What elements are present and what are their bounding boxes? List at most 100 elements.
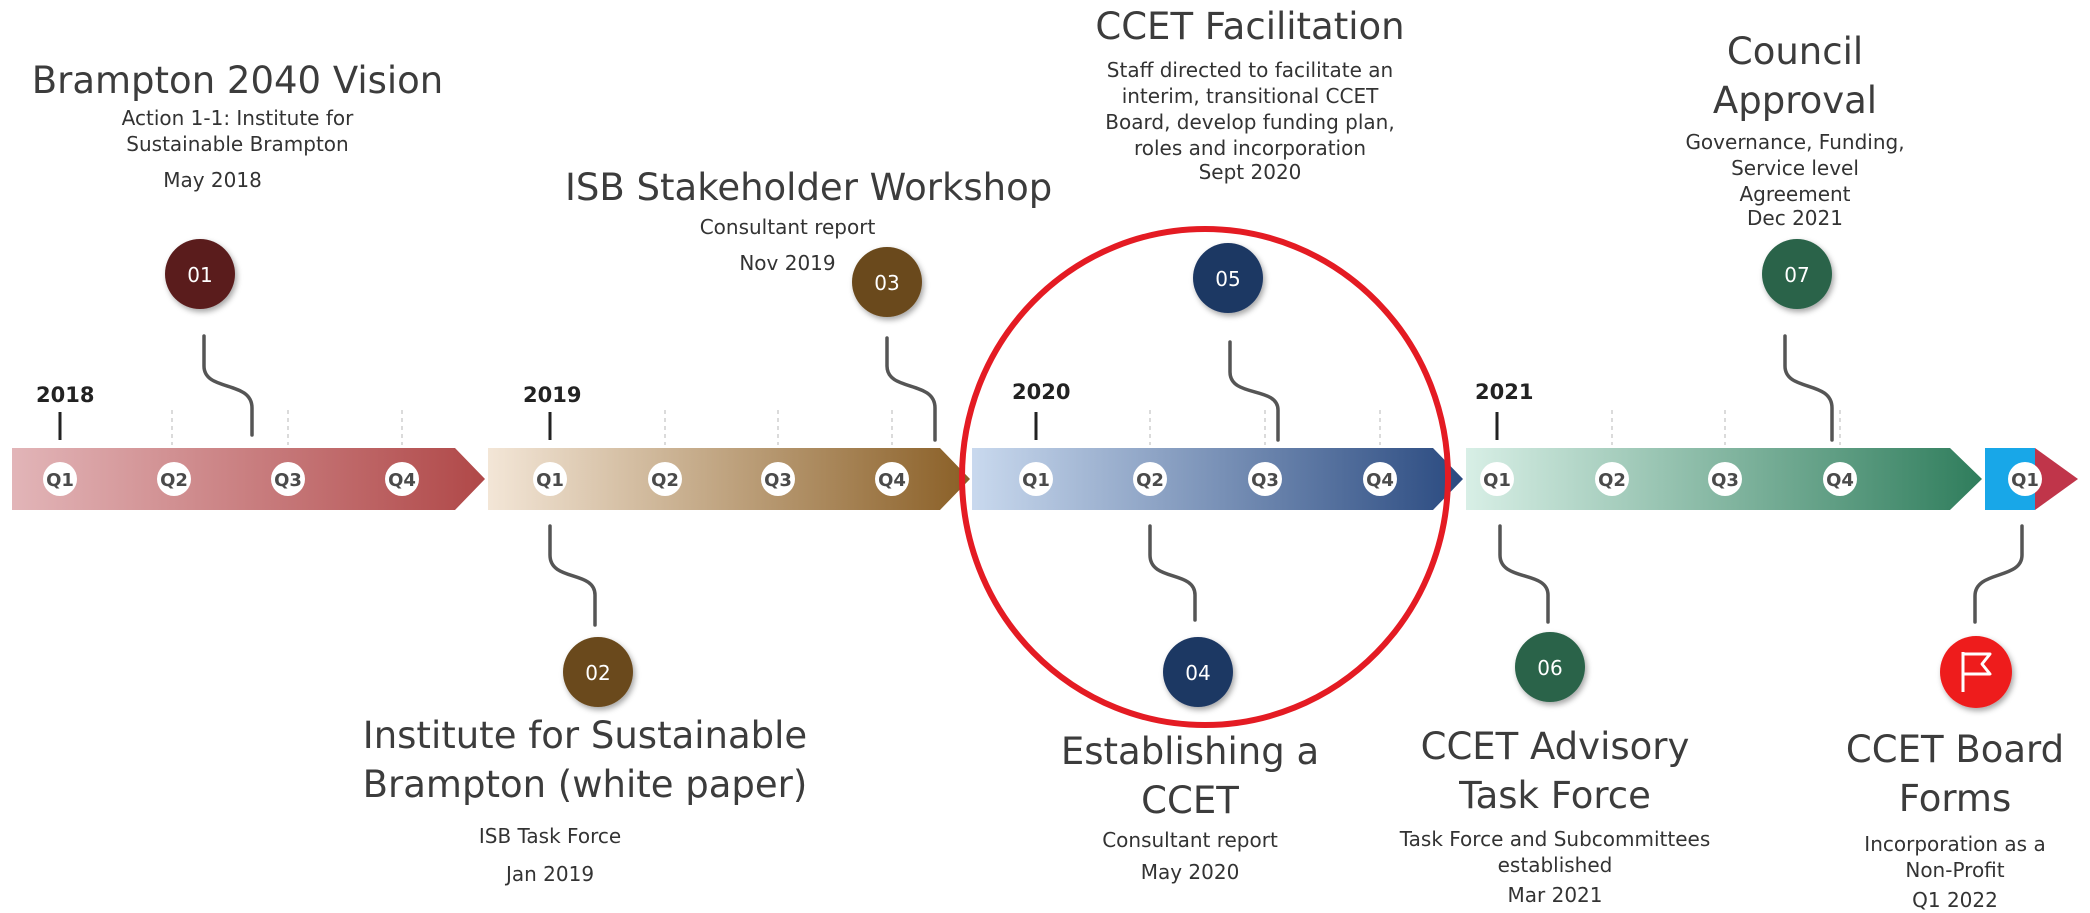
quarter-label: Q1: [2011, 470, 2039, 491]
year-label-2019: 2019: [523, 383, 582, 407]
milestone-07-desc: Governance, Funding, Service level Agree…: [1685, 130, 1905, 206]
milestone-08-date: Q1 2022: [1912, 888, 1998, 912]
milestone-01-date: May 2018: [163, 168, 262, 192]
quarter-marker: [385, 462, 419, 496]
year-arrow-2018: [12, 448, 485, 510]
quarter-label: Q2: [651, 470, 679, 491]
quarter-label: Q2: [1136, 470, 1164, 491]
milestone-04-desc: Consultant report: [1102, 828, 1278, 852]
milestone-04-date: May 2020: [1140, 860, 1240, 884]
milestone-01-title: Brampton 2040 Vision: [31, 59, 444, 102]
milestone-03-marker: [852, 247, 922, 317]
milestone-03-date: Nov 2019: [739, 251, 836, 275]
milestone-01-marker: [165, 239, 235, 309]
milestone-03-title: ISB Stakeholder Workshop: [565, 166, 1053, 209]
milestone-07-marker: [1762, 239, 1832, 309]
year-arrow-2019: [488, 448, 970, 510]
quarter-label: Q3: [1251, 470, 1279, 491]
connector-01: [202, 334, 254, 437]
milestone-07-text: Council Approval Governance, Funding, Se…: [1665, 27, 1925, 231]
milestone-05-title: CCET Facilitation: [1095, 5, 1405, 48]
milestone-flag-marker: [1940, 636, 2012, 708]
quarter-marker: [1248, 462, 1282, 496]
quarter-label: Q1: [536, 470, 564, 491]
milestone-06-marker: [1515, 632, 1585, 702]
milestone-07-number: 07: [1784, 263, 1809, 287]
milestone-03-desc: Consultant report: [699, 215, 876, 239]
year-label-2018: 2018: [36, 383, 95, 407]
milestone-05-desc: Staff directed to facilitate an interim,…: [1105, 58, 1395, 160]
milestone-07-title: Council Approval: [1712, 30, 1878, 122]
milestone-02-marker: [563, 637, 633, 707]
quarter-marker: [2008, 462, 2042, 496]
connector-07: [1783, 334, 1834, 442]
quarter-marker: [1595, 462, 1629, 496]
milestone-02-number: 02: [585, 661, 610, 685]
quarter-label: Q1: [1483, 470, 1511, 491]
quarter-marker: [875, 462, 909, 496]
quarter-marker: [648, 462, 682, 496]
year-label-2020: 2020: [1012, 380, 1071, 404]
milestone-02-title: Institute for Sustainable Brampton (whit…: [362, 714, 808, 806]
quarter-marker: [43, 462, 77, 496]
quarter-marker: [1133, 462, 1167, 496]
quarter-label: Q2: [160, 470, 188, 491]
year-ticks: [58, 412, 1499, 440]
quarter-guides: [171, 410, 1841, 445]
highlight-circle: [959, 226, 1451, 728]
connector-06: [1498, 524, 1550, 624]
milestone-06-date: Mar 2021: [1507, 883, 1603, 907]
quarter-label: Q1: [1022, 470, 1050, 491]
milestone-02-date: Jan 2019: [505, 862, 595, 886]
milestone-05-date: Sept 2020: [1198, 160, 1302, 184]
quarter-marker: [1480, 462, 1514, 496]
year-label-2021: 2021: [1475, 380, 1534, 404]
milestone-07-date: Dec 2021: [1747, 206, 1843, 230]
quarter-label: Q4: [1366, 470, 1394, 491]
quarter-marker: [533, 462, 567, 496]
milestone-03-number: 03: [874, 271, 899, 295]
milestone-01-number: 01: [187, 263, 212, 287]
milestone-06-desc: Task Force and Subcommittees established: [1399, 827, 1711, 877]
quarter-marker: [761, 462, 795, 496]
quarter-label: Q4: [878, 470, 906, 491]
milestone-05-number: 05: [1215, 267, 1240, 291]
milestone-05-marker: [1193, 243, 1263, 313]
connector-03: [885, 336, 937, 442]
quarter-marker: [271, 462, 305, 496]
milestone-01-desc: Action 1-1: Institute for Sustainable Br…: [121, 106, 354, 156]
milestone-02-text: Institute for Sustainable Brampton (whit…: [340, 711, 830, 887]
quarter-label: Q4: [1826, 470, 1854, 491]
milestone-05-text: CCET Facilitation Staff directed to faci…: [1080, 2, 1420, 185]
milestone-08-title: CCET Board Forms: [1845, 728, 2065, 820]
year-arrow-2020: [972, 448, 1463, 510]
milestone-markers: 01 02 03 04 05 06 07: [165, 239, 2012, 708]
milestone-02-desc: ISB Task Force: [478, 824, 622, 848]
quarter-marker: [157, 462, 191, 496]
quarter-label: Q1: [46, 470, 74, 491]
quarter-label: Q3: [274, 470, 302, 491]
quarter-label: Q3: [764, 470, 792, 491]
milestone-06-title: CCET Advisory Task Force: [1420, 725, 1690, 817]
milestone-06-text: CCET Advisory Task Force Task Force and …: [1390, 722, 1720, 908]
flag-icon: [1961, 652, 1992, 692]
connector-05: [1228, 340, 1280, 442]
year-arrow-2022-tip: [2035, 448, 2078, 510]
quarter-marker: [1823, 462, 1857, 496]
connector-04: [1148, 524, 1197, 622]
milestone-08-desc: Incorporation as a Non-Profit: [1864, 832, 2046, 882]
connector-flag: [1973, 524, 2024, 624]
milestone-04-marker: [1163, 637, 1233, 707]
milestone-06-number: 06: [1537, 656, 1562, 680]
quarter-label: Q4: [388, 470, 416, 491]
connector-02: [548, 524, 597, 627]
quarter-label: Q3: [1711, 470, 1739, 491]
milestone-04-text: Establishing a CCET Consultant report Ma…: [1040, 727, 1340, 885]
milestone-04-title: Establishing a CCET: [1060, 730, 1320, 822]
milestone-08-text: CCET Board Forms Incorporation as a Non-…: [1835, 725, 2075, 913]
connectors: [202, 334, 2024, 627]
quarter-marker: [1708, 462, 1742, 496]
milestone-04-number: 04: [1185, 661, 1210, 685]
